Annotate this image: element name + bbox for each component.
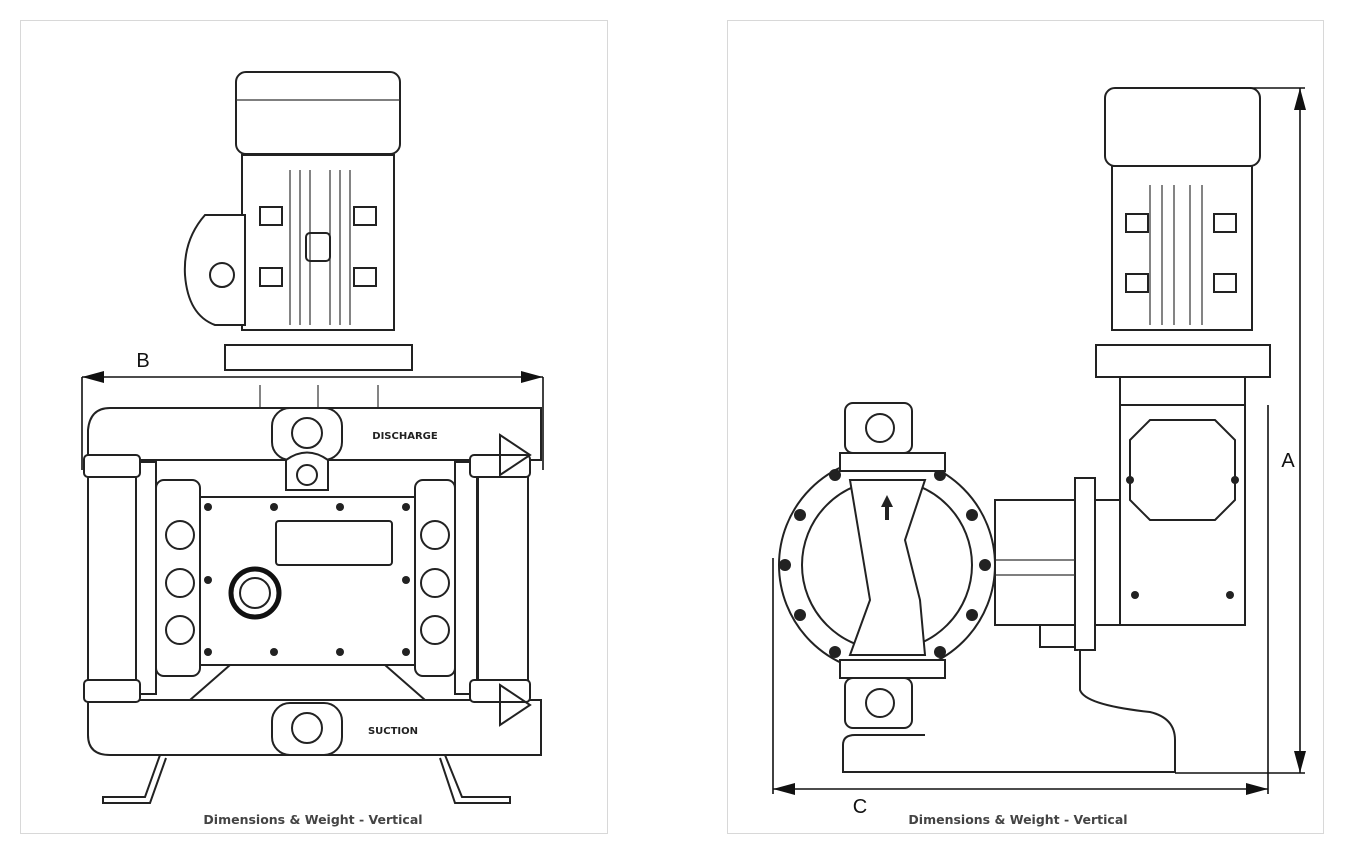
left-chamber	[83, 454, 201, 703]
front-view-drawing: B DISCHARGE SUCTION Dimensions & Weight …	[81, 71, 544, 827]
legs	[102, 664, 511, 804]
dimension-b-label: B	[136, 350, 149, 372]
discharge-manifold	[87, 407, 542, 491]
base-stand	[842, 650, 1176, 773]
discharge-port	[839, 402, 946, 472]
side-gearbox	[183, 214, 246, 326]
suction-manifold	[87, 699, 542, 756]
dimension-a	[1175, 87, 1306, 774]
dimension-b	[81, 371, 544, 470]
pump-head	[778, 456, 996, 674]
dimension-c-label: C	[853, 796, 867, 818]
nameplate	[275, 520, 393, 566]
base-plate	[224, 344, 413, 371]
discharge-label: DISCHARGE	[372, 431, 438, 442]
side-view-drawing: A C Dimensions & Weight - Vertical	[772, 87, 1306, 827]
dimension-c	[772, 405, 1269, 795]
dimension-a-label: A	[1281, 450, 1295, 472]
motor	[235, 71, 401, 331]
motor-flange	[1095, 344, 1271, 378]
adapter	[1119, 376, 1246, 406]
center-gearbox	[199, 496, 416, 666]
right-chamber	[414, 433, 532, 727]
motor	[1104, 87, 1261, 331]
right-caption: Dimensions & Weight - Vertical	[908, 812, 1127, 827]
gearbox	[1119, 404, 1246, 626]
drive-connector	[994, 477, 1121, 651]
left-caption: Dimensions & Weight - Vertical	[203, 812, 422, 827]
suction-port	[839, 659, 946, 729]
suction-label: SUCTION	[368, 726, 418, 737]
